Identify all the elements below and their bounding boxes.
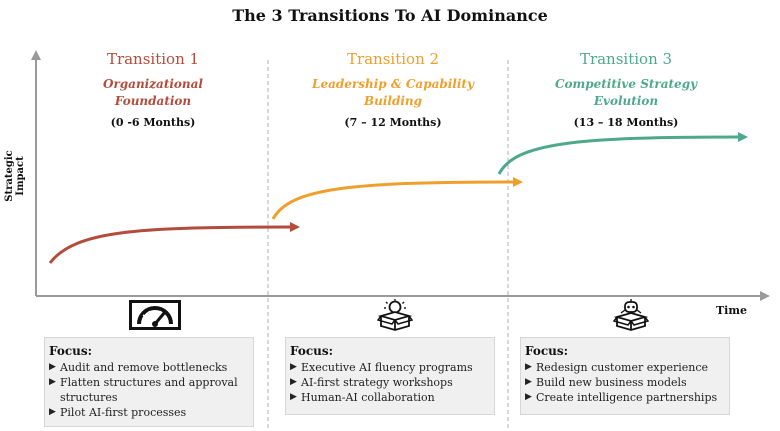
transition-1-duration: (0 -6 Months) <box>110 116 196 129</box>
transition-3-subtitle-line1: Competitive Strategy <box>554 77 698 91</box>
focus-box-transition-3: Focus: Redesign customer experience Buil… <box>520 337 730 415</box>
x-axis-label: Time <box>716 304 748 317</box>
transition-2-subtitle-line1: Leadership & Capability <box>312 77 474 91</box>
focus-box-transition-2: Focus: Executive AI fluency programs AI-… <box>285 337 495 415</box>
x-axis-arrow <box>760 291 770 301</box>
transition-2-subtitle-line2: Building <box>363 94 423 108</box>
list-item: Flatten structures and approval structur… <box>49 375 249 405</box>
page-title: The 3 Transitions To AI Dominance <box>232 6 548 25</box>
transition-3-heading: Transition 3 <box>579 50 673 68</box>
arrow-transition-2 <box>513 177 523 187</box>
y-axis-arrow <box>31 50 41 60</box>
curve-transition-1 <box>48 225 293 264</box>
arrow-transition-3 <box>738 132 748 142</box>
list-item: Create intelligence partnerships <box>525 390 725 405</box>
list-item: Human-AI collaboration <box>290 390 490 405</box>
transition-1-subtitle-line2: Foundation <box>114 94 192 108</box>
transition-3-subtitle-line2: Evolution <box>593 94 659 108</box>
transition-1-subtitle-line1: Organizational <box>103 77 203 91</box>
y-axis-label: Strategic Impact <box>4 150 26 202</box>
focus-box-transition-1: Focus: Audit and remove bottlenecks Flat… <box>44 337 254 427</box>
list-item: AI-first strategy workshops <box>290 375 490 390</box>
transition-2-heading: Transition 2 <box>346 50 440 68</box>
list-item: Pilot AI-first processes <box>49 405 249 420</box>
list-item: Executive AI fluency programs <box>290 360 490 375</box>
speedometer-icon <box>129 300 181 330</box>
curve-transition-3 <box>497 135 741 175</box>
list-item: Redesign customer experience <box>525 360 725 375</box>
lightbulb-box-icon <box>377 299 413 331</box>
focus-title: Focus: <box>290 344 334 358</box>
list-item: Build new business models <box>525 375 725 390</box>
focus-title: Focus: <box>525 344 569 358</box>
list-item: Audit and remove bottlenecks <box>49 360 249 375</box>
curve-transition-2 <box>271 180 516 220</box>
transition-2-duration: (7 – 12 Months) <box>344 116 442 129</box>
robot-box-icon <box>613 299 649 331</box>
arrow-transition-1 <box>290 222 300 232</box>
transition-3-duration: (13 – 18 Months) <box>573 116 679 129</box>
focus-title: Focus: <box>49 344 93 358</box>
transition-1-heading: Transition 1 <box>106 50 200 68</box>
